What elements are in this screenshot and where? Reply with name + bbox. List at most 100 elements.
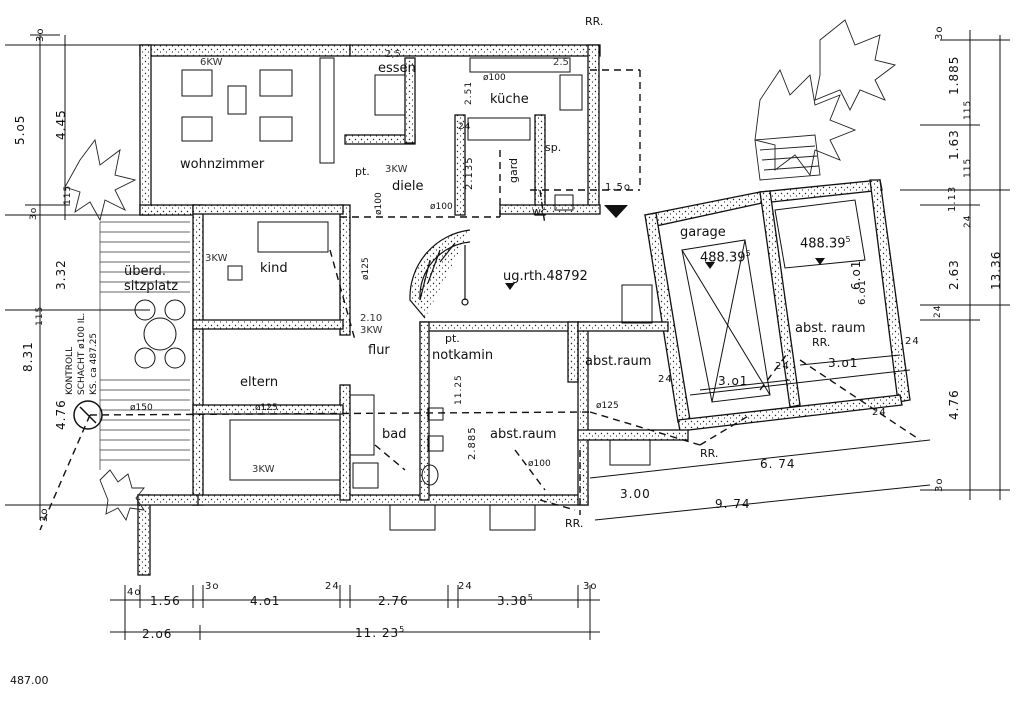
pipe-label-d100-d: ø100 — [528, 459, 551, 469]
pipe-label-d150: ø150 — [130, 403, 153, 413]
dim-garage-301a: 3.o1 — [718, 374, 749, 388]
dim-garage-24d: 24 — [872, 407, 887, 418]
exterior-walls — [137, 44, 601, 576]
dim-right-1885: 1.885 — [947, 55, 961, 95]
room-label-sp: sp. — [545, 141, 562, 154]
dim-left-115b: 115 — [35, 305, 45, 326]
room-label-notkamin: notkamin — [432, 348, 494, 363]
room-label-flur: flur — [368, 343, 390, 358]
dim-bottom-156: 1.56 — [150, 594, 181, 608]
tree-sketches — [64, 19, 897, 522]
dim-bottom-206: 2.o6 — [142, 627, 173, 641]
room-label-abst-raum-c: abst. raum — [795, 321, 866, 336]
dim-bottom-40: 4o — [127, 587, 142, 598]
room-label-kind: kind — [260, 261, 288, 276]
room-label-abst-raum-b: abst.raum — [585, 354, 652, 369]
dim-right-115: 115 — [963, 99, 973, 120]
room-label-abst-raum-a: abst.raum — [490, 427, 557, 442]
dim-right-163: 1.63 — [947, 129, 961, 160]
dim-garage-300: 3.00 — [620, 487, 651, 501]
dim-garage-601b: 6.o1 — [857, 278, 868, 305]
dim-bottom-401: 4.o1 — [250, 594, 281, 608]
pipe-label-d125-b: ø125 — [596, 401, 619, 411]
dim-int-1125: 11.25 — [454, 374, 464, 405]
room-label-wohnzimmer: wohnzimmer — [180, 157, 265, 172]
dim-bottom-30b: 3o — [583, 581, 598, 592]
dim-garage-24b: 24 — [775, 361, 790, 372]
room-label-essen: essen — [378, 61, 416, 76]
dim-garage-301b: 3.o1 — [828, 356, 859, 370]
dim-int-2135: 2.135 — [464, 156, 475, 190]
room-label-kueche: küche — [490, 92, 529, 107]
dim-bottom-11235: 11. 235 — [355, 625, 406, 640]
dim-right-263: 2.63 — [947, 259, 961, 290]
room-label-eltern: eltern — [240, 375, 279, 390]
dim-bottom-276: 2.76 — [378, 594, 409, 608]
level-base: 487.00 — [10, 674, 49, 687]
dim-left-476: 4.76 — [54, 399, 68, 430]
note-210: 2.10 — [360, 313, 383, 324]
pipe-label-d100-c: ø100 — [374, 192, 384, 215]
dim-right-115b: 115 — [963, 157, 973, 178]
furniture — [134, 57, 653, 531]
dim-bottom-338: 3.385 — [497, 593, 534, 608]
dim-right-113: 1.13 — [947, 185, 958, 212]
dim-bottom-24a: 24 — [325, 581, 340, 592]
room-label-garage: garage — [680, 225, 726, 240]
room-label-gard: gard — [507, 157, 520, 183]
dim-garage-24c: 24 — [905, 336, 920, 347]
dim-left-30: 3o — [35, 27, 46, 42]
rr-label-d: RR. — [565, 517, 584, 530]
dimension-lines — [5, 30, 1010, 640]
dim-garage-674: 6. 74 — [760, 457, 796, 471]
pipe-label-d100-b: ø100 — [430, 202, 453, 212]
rr-label-a: RR. — [585, 15, 604, 28]
note-3kw-e: 3KW — [360, 325, 383, 336]
level-abst: 488.395 — [800, 235, 851, 252]
garage-interior — [681, 199, 901, 403]
dim-garage-24a: 24 — [658, 374, 673, 385]
dim-int-24k: 24 — [458, 122, 472, 132]
pipe-label-d100-a: ø100 — [483, 73, 506, 83]
room-label-ueberd: überd. — [124, 264, 166, 279]
dim-left-332: 3.32 — [54, 259, 68, 290]
rr-label-b: RR. — [812, 336, 831, 349]
note-3kw-a: 3KW — [205, 253, 228, 264]
room-label-sitzplatz: sitzplatz — [124, 279, 179, 294]
note-3kw-c: 3KW — [252, 464, 275, 475]
dim-left-505: 5.o5 — [13, 114, 27, 145]
room-label-pt-diele: pt. — [355, 165, 370, 178]
dim-left-30b: 3o — [29, 206, 39, 220]
dim-left-115a: 115 — [63, 184, 73, 205]
note-25: 2,5 — [385, 49, 401, 60]
garage-walls — [577, 179, 911, 441]
dim-int-2885: 2.885 — [467, 426, 478, 460]
note-3kw-b: 3KW — [385, 164, 408, 175]
dim-int-150: 1.5o — [605, 182, 632, 193]
dim-right-24: 24 — [963, 214, 973, 228]
dim-left-30c: 3o — [39, 507, 50, 522]
kontroll-schacht — [73, 400, 103, 430]
dim-bottom-24b: 24 — [458, 581, 473, 592]
level-garage: 488.395 — [700, 249, 751, 266]
kontroll-line3: KS. ca 487.25 — [89, 332, 99, 395]
pipe-label-d125-c: ø125 — [361, 257, 371, 280]
level-ug-rth: ug.rth.48792 — [503, 269, 588, 284]
kontroll-line2: SCHACHT ø100 IL. — [77, 312, 87, 395]
room-label-notkamin-pt: pt. — [445, 332, 460, 345]
dim-left-831: 8.31 — [21, 341, 35, 372]
dim-right-30: 3o — [934, 25, 945, 40]
dim-right-30b: 3o — [934, 477, 945, 492]
level-markers — [505, 205, 825, 290]
spiral-stair — [409, 229, 471, 319]
dim-right-24b: 24 — [933, 304, 943, 318]
room-label-diele: diele — [392, 179, 424, 194]
terrace-hatch — [99, 221, 190, 470]
kontroll-line1: KONTROLL — [65, 346, 75, 395]
room-label-bad: bad — [382, 427, 407, 442]
drain-lines — [39, 69, 921, 531]
pipe-label-d125-a: ø125 — [255, 403, 278, 413]
dim-right-476: 4.76 — [947, 389, 961, 420]
rr-label-c: RR. — [700, 447, 719, 460]
